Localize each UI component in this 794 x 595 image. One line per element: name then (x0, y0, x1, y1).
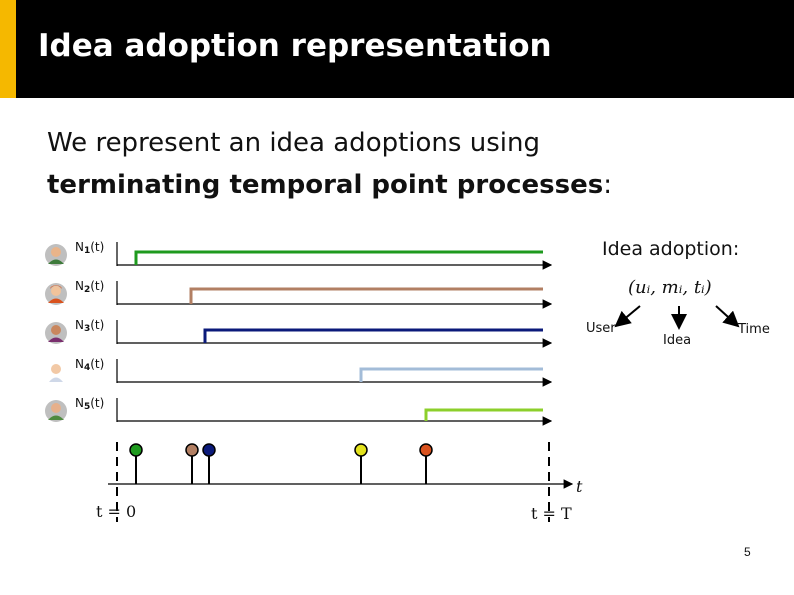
step-function-5 (426, 410, 543, 421)
step-function-3 (205, 330, 543, 343)
idea-adoption-arrows (616, 306, 738, 328)
step-function-1 (136, 252, 543, 265)
event-marker-5 (420, 444, 432, 456)
idea-adoption-formula: (uᵢ, mᵢ, tᵢ) (628, 277, 712, 298)
user-arrow (616, 306, 640, 326)
event-marker-2 (186, 444, 198, 456)
idea-adoption-heading: Idea adoption: (602, 238, 739, 260)
event-marker-3 (203, 444, 215, 456)
page-number: 5 (744, 545, 751, 559)
end-time-label: t = T (531, 504, 572, 523)
user-label: User (586, 321, 616, 336)
process-axes (117, 242, 551, 422)
step-functions (136, 252, 543, 421)
time-arrow (716, 306, 738, 326)
event-marker-1 (130, 444, 142, 456)
start-time-label: t = 0 (96, 502, 136, 521)
time-axis-label: t (576, 477, 582, 496)
step-function-2 (191, 289, 543, 304)
event-timeline (108, 442, 572, 522)
event-marker-4 (355, 444, 367, 456)
time-label: Time (738, 322, 770, 337)
step-function-4 (361, 369, 543, 382)
idea-label: Idea (663, 333, 691, 348)
